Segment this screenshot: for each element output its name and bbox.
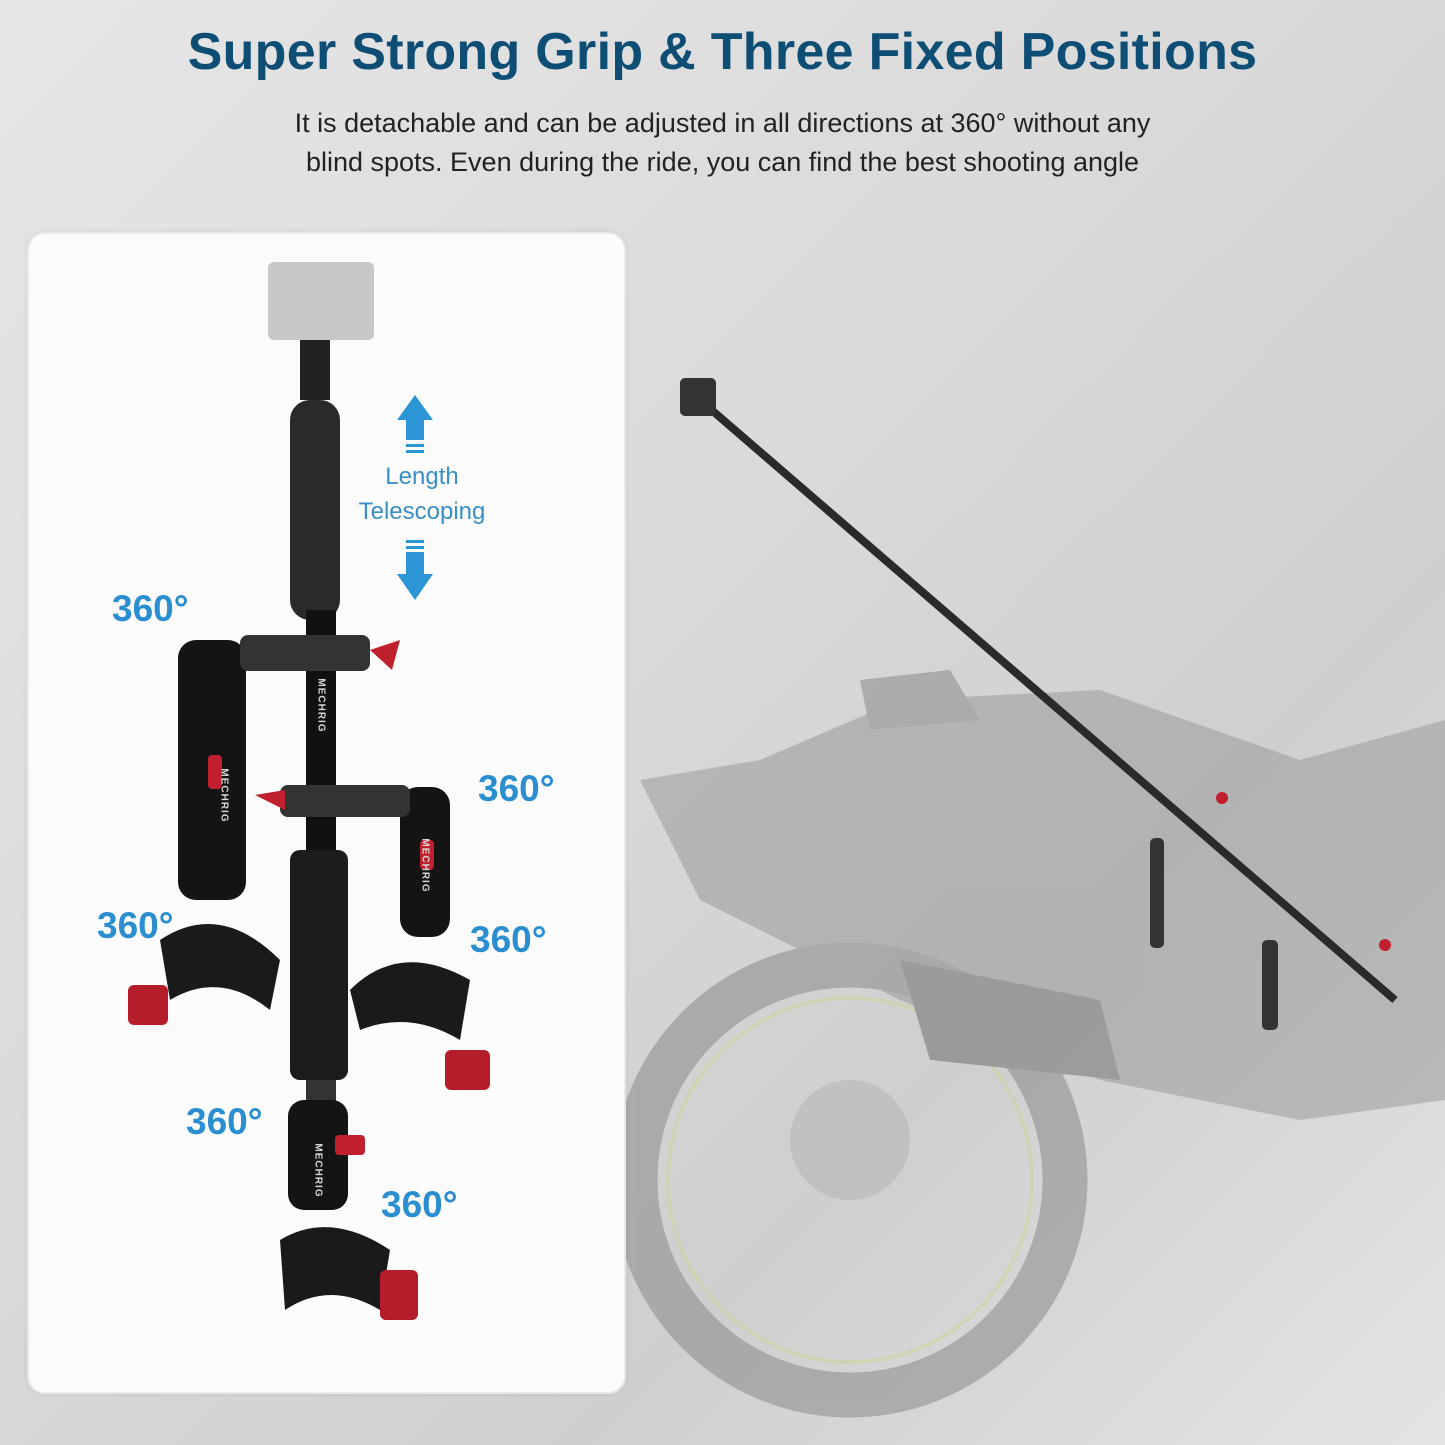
telescoping-label-line-1: Length	[385, 463, 459, 490]
brand-logo-right-arm: MECHRIG	[419, 838, 431, 893]
rotation-label-middle-right: 360°	[478, 768, 555, 809]
rotation-label-right-lower: 360°	[470, 919, 547, 960]
subtitle-line-1: It is detachable and can be adjusted in …	[294, 108, 1151, 138]
brand-logo-left-arm: MECHRIG	[218, 768, 230, 823]
rotation-label-top-left: 360°	[112, 588, 189, 629]
rotation-label-left-lower: 360°	[97, 905, 174, 946]
arrow-up-icon	[397, 395, 433, 453]
brand-logo-pole: MECHRIG	[315, 678, 327, 733]
rotation-label-bottom-left: 360°	[186, 1101, 263, 1142]
action-camera	[268, 262, 374, 340]
arrow-down-icon	[397, 540, 433, 600]
rotation-label-bottom-right: 360°	[381, 1184, 458, 1225]
brand-logo-bottom-arm: MECHRIG	[312, 1143, 324, 1198]
telescoping-label-line-2: Telescoping	[358, 498, 486, 525]
page-title: Super Strong Grip & Three Fixed Position…	[187, 23, 1258, 81]
subtitle-line-2: blind spots. Even during the ride, you c…	[305, 147, 1140, 177]
